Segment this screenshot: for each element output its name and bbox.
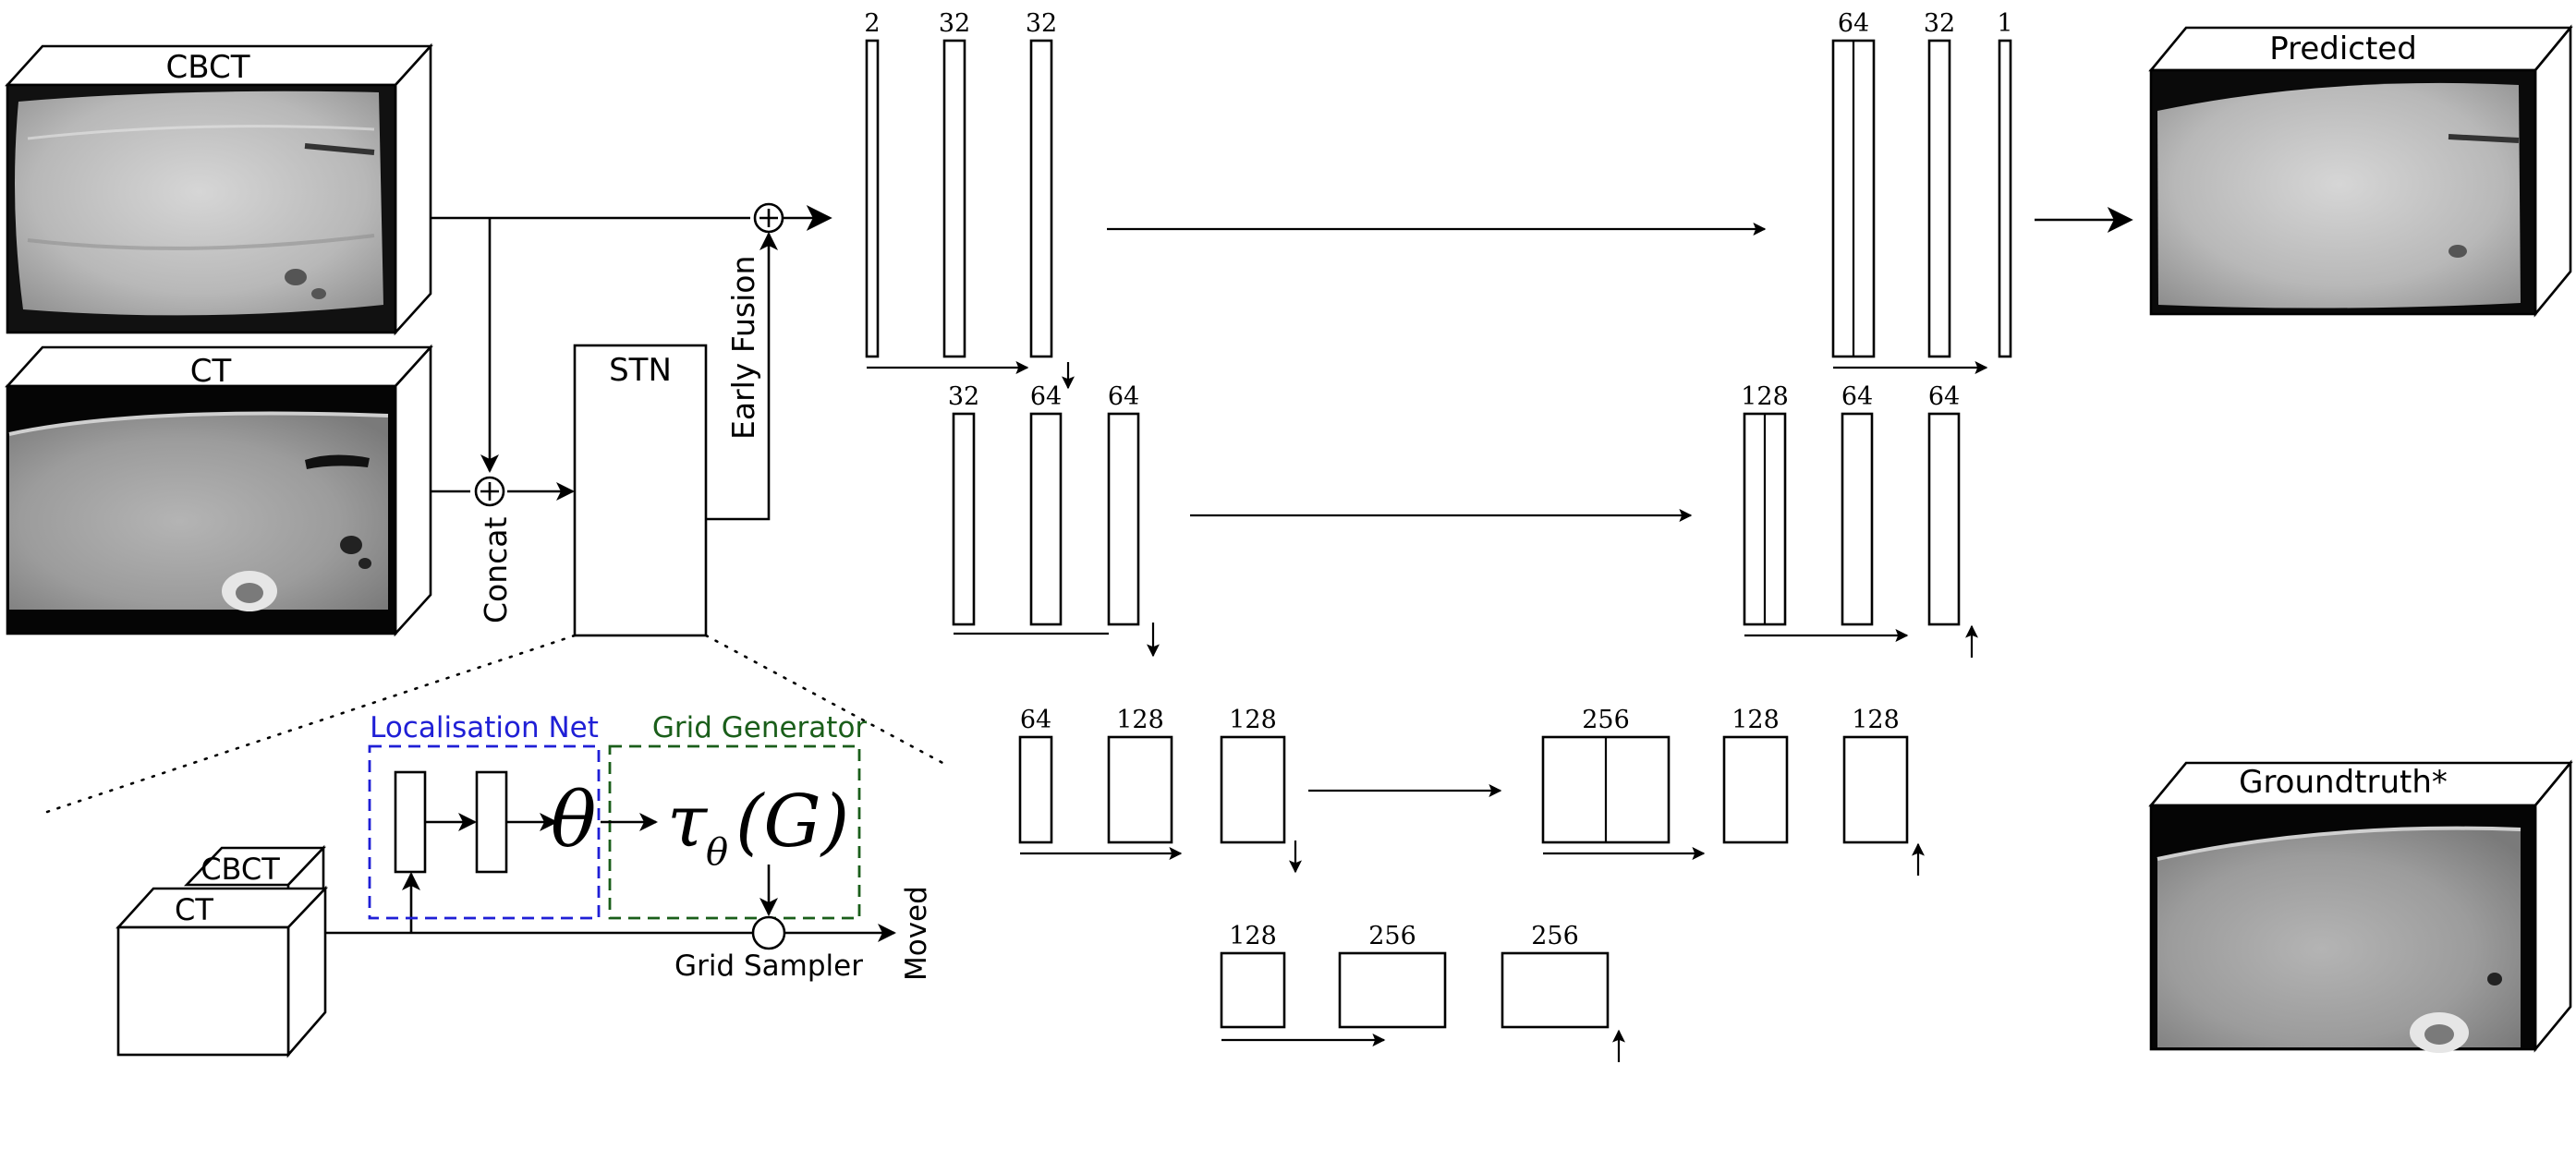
channel-label: 32 — [1026, 9, 1057, 38]
grid-generator-box — [608, 744, 861, 920]
stn-label: STN — [609, 352, 672, 389]
cbct-label: CBCT — [166, 49, 250, 86]
cbct-ct-stack: CBCT CT — [115, 844, 329, 1058]
channel-label: 1 — [1997, 9, 2012, 38]
ct-image — [8, 411, 389, 611]
channel-label: 2 — [864, 9, 880, 38]
decoder-level-3: 256 128 128 — [1541, 706, 1925, 876]
stn-detail: CBCT CT Localisation Net θ Grid Generato… — [37, 634, 948, 1058]
input-wiring: Concat STN Early Fusion — [431, 202, 832, 637]
groundtruth-label: Groundtruth* — [2239, 764, 2448, 801]
tau-argument: (G) — [735, 780, 849, 864]
localisation-net-box — [368, 744, 601, 920]
localisation-net-label: Localisation Net — [370, 711, 599, 744]
channel-label: 64 — [1838, 9, 1869, 38]
channel-label: 128 — [1732, 706, 1780, 734]
channel-label: 32 — [948, 382, 979, 411]
stn-block — [573, 344, 708, 637]
decoder-level-2: 128 64 64 — [1741, 382, 1978, 658]
groundtruth-cube: Groundtruth* — [2148, 759, 2573, 1053]
channel-label: 128 — [1852, 706, 1900, 734]
channel-label: 64 — [1928, 382, 1960, 411]
cbct-input-cube: CBCT — [5, 42, 433, 336]
predicted-label: Predicted — [2269, 30, 2417, 67]
channel-label: 256 — [1582, 706, 1630, 734]
encoder-level-3: 64 128 128 — [1018, 706, 1302, 874]
cbct-image — [15, 91, 383, 316]
concat-label: Concat — [478, 516, 514, 623]
channel-label: 256 — [1368, 922, 1416, 950]
channel-label: 128 — [1229, 922, 1277, 950]
channel-label: 128 — [1741, 382, 1789, 411]
moved-label: Moved — [900, 886, 933, 981]
skip-connections — [1107, 223, 1767, 797]
early-fusion-label: Early Fusion — [725, 256, 761, 440]
encoder-level-1: 2 32 32 — [864, 9, 1075, 390]
grid-sampler-node — [751, 915, 786, 950]
channel-label: 128 — [1229, 706, 1277, 734]
stack-ct-label: CT — [175, 892, 213, 927]
channel-label: 32 — [939, 9, 970, 38]
stack-cbct-label: CBCT — [200, 852, 280, 887]
encoder-level-2: 32 64 64 — [948, 382, 1160, 658]
grid-sampler-label: Grid Sampler — [674, 949, 863, 983]
groundtruth-image — [2157, 826, 2521, 1053]
ct-label: CT — [190, 353, 232, 390]
predicted-output-cube: Predicted — [2148, 24, 2573, 318]
theta-symbol: θ — [551, 777, 596, 865]
tau-subscript: θ — [706, 831, 728, 874]
grid-generator-label: Grid Generator — [652, 711, 868, 744]
decoder-level-1: 64 32 1 — [1831, 9, 2013, 374]
channel-label: 64 — [1841, 382, 1873, 411]
bottleneck: 128 256 256 — [1220, 922, 1625, 1062]
channel-label: 32 — [1924, 9, 1955, 38]
unet: 2 32 32 32 64 64 64 128 128 — [864, 9, 2133, 1062]
tau-symbol: τ — [667, 780, 709, 864]
channel-label: 64 — [1030, 382, 1062, 411]
channel-label: 256 — [1531, 922, 1579, 950]
ct-input-cube: CT — [5, 344, 433, 637]
channel-label: 64 — [1020, 706, 1051, 734]
predicted-image — [2157, 82, 2521, 308]
channel-label: 128 — [1116, 706, 1164, 734]
channel-label: 64 — [1108, 382, 1139, 411]
